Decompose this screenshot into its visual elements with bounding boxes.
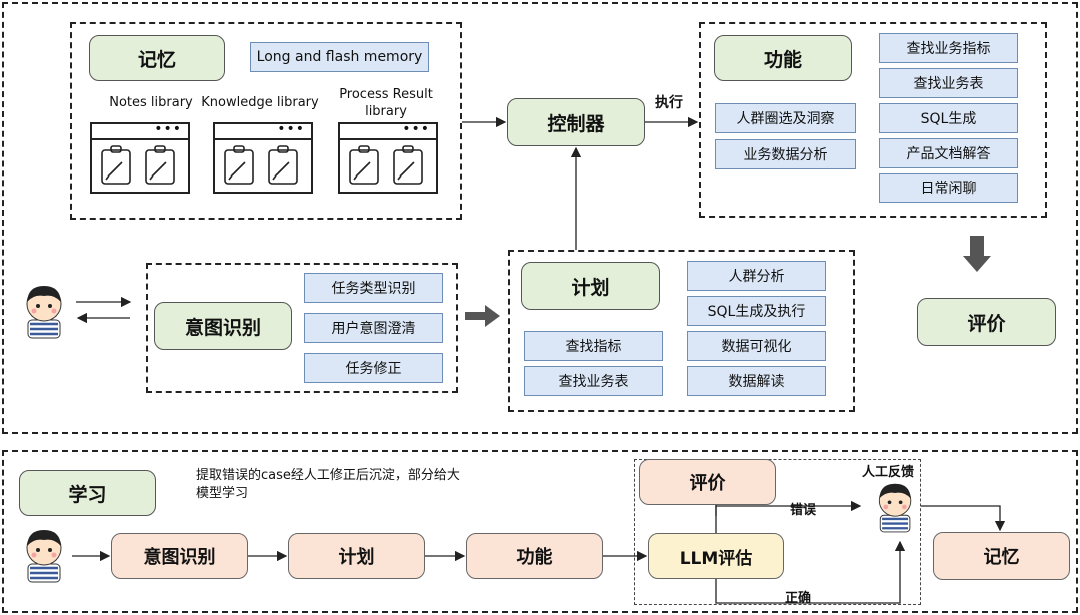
window-dots-icon: ••• [277, 121, 305, 137]
learning-frame [2, 450, 1078, 613]
llm-eval-box: LLM评估 [648, 533, 784, 579]
learning-note: 提取错误的case经人工修正后沉淀，部分给大模型学习 [196, 468, 460, 501]
function-item-find-metric: 查找业务指标 [879, 33, 1018, 63]
plan-item-find-metric: 查找指标 [524, 331, 663, 361]
learning-memory-box: 记忆 [933, 532, 1070, 580]
learning-flow-plan: 计划 [288, 533, 425, 579]
process-result-library-window: ••• [338, 121, 438, 194]
learning-title: 学习 [19, 470, 156, 516]
memory-panel [70, 22, 462, 220]
user-avatar-icon [26, 286, 62, 339]
function-item-data-analysis: 业务数据分析 [715, 139, 856, 169]
function-title: 功能 [714, 35, 852, 81]
plan-title: 计划 [521, 262, 660, 310]
function-item-find-table: 查找业务表 [879, 68, 1018, 98]
function-item-chat: 日常闲聊 [879, 173, 1018, 203]
plan-item-sql: SQL生成及执行 [687, 296, 826, 326]
memory-tag: Long and flash memory [250, 42, 429, 72]
evaluation-group-frame [634, 459, 921, 605]
function-panel [699, 22, 1047, 218]
user-avatar-icon [878, 483, 912, 533]
plan-item-crowd: 人群分析 [687, 261, 826, 291]
learning-eval-box: 评价 [639, 459, 776, 505]
controller-box: 控制器 [507, 98, 645, 146]
intent-item-task-type: 任务类型识别 [304, 273, 443, 303]
intent-panel [146, 263, 458, 393]
function-item-docs: 产品文档解答 [879, 138, 1018, 168]
notes-library-window: ••• [90, 121, 190, 194]
notes-library-label: Notes library [109, 95, 193, 110]
plan-item-interpret: 数据解读 [687, 366, 826, 396]
evaluation-box: 评价 [917, 298, 1056, 346]
clipboard-icon [349, 145, 423, 185]
intent-item-clarify: 用户意图澄清 [304, 313, 443, 343]
clipboard-icon [101, 145, 175, 185]
learning-flow-intent: 意图识别 [111, 533, 248, 579]
knowledge-library-label: Knowledge library [201, 95, 319, 110]
right-label: 正确 [785, 591, 812, 606]
learning-flow-function: 功能 [466, 533, 603, 579]
clipboard-icon [224, 145, 298, 185]
window-dots-icon: ••• [402, 121, 430, 137]
function-item-sql: SQL生成 [879, 103, 1018, 133]
human-feedback-label: 人工反馈 [862, 465, 915, 480]
knowledge-library-window: ••• [213, 121, 313, 194]
plan-item-find-table: 查找业务表 [524, 366, 663, 396]
plan-panel [508, 250, 855, 412]
function-item-crowd: 人群圈选及洞察 [715, 103, 856, 133]
top-outer-frame [2, 2, 1078, 434]
exec-label: 执行 [655, 95, 683, 111]
plan-item-viz: 数据可视化 [687, 331, 826, 361]
memory-title: 记忆 [89, 35, 225, 81]
intent-title: 意图识别 [154, 302, 292, 350]
process-result-library-label: Process Result library [339, 87, 433, 119]
intent-item-fix: 任务修正 [304, 353, 443, 383]
wrong-label: 错误 [790, 503, 817, 518]
window-dots-icon: ••• [154, 121, 182, 137]
user-avatar-icon [26, 530, 62, 583]
